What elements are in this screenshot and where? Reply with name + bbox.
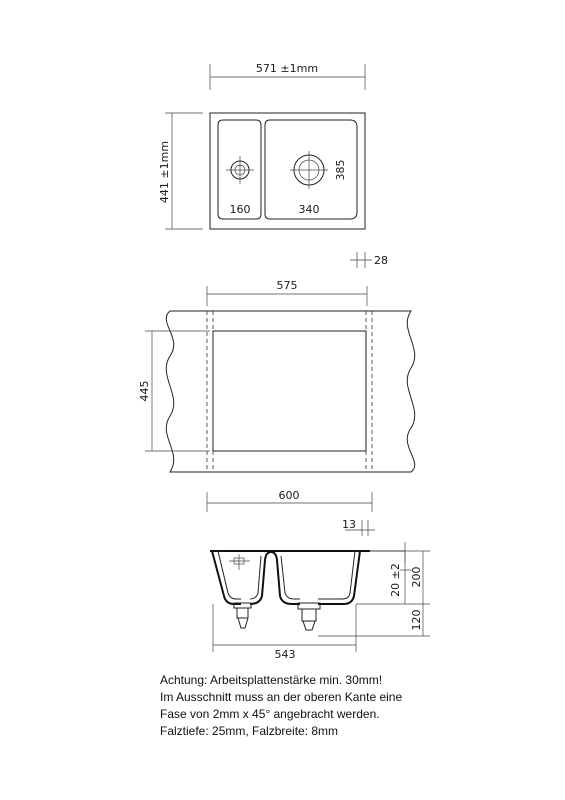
note-line: Falztiefe: 25mm, Falzbreite: 8mm xyxy=(160,724,339,738)
cutout-view: 575 445 600 xyxy=(138,279,416,512)
cutout-height-label: 445 xyxy=(138,381,151,402)
large-drain-section xyxy=(297,602,321,610)
rim-label: 28 xyxy=(374,254,388,267)
large-bowl-section xyxy=(318,550,361,605)
large-bowl xyxy=(264,119,358,220)
overflow-label: 20 ±2 xyxy=(389,563,402,597)
note-line: Achtung: Arbeitsplattenstärke min. 30mm! xyxy=(160,673,383,687)
cutout-top-width-label: 575 xyxy=(277,279,298,292)
countertop xyxy=(165,310,416,473)
bowl-depth-label: 385 xyxy=(334,160,347,181)
depth-label: 200 xyxy=(410,567,423,588)
section-rim-label: 13 xyxy=(342,518,356,531)
section-view: 13 543 20 ±2 200 xyxy=(210,518,430,661)
small-bowl xyxy=(217,119,262,220)
note-line: Fase von 2mm x 45° angebracht werden. xyxy=(160,707,380,721)
large-bowl-label: 340 xyxy=(299,203,320,216)
note-line: Im Ausschnitt muss an der oberen Kante e… xyxy=(160,690,403,704)
sink-opening xyxy=(212,330,367,452)
top-width-label: 571 ±1mm xyxy=(256,62,318,75)
drain-label: 120 xyxy=(410,610,423,631)
top-view: 571 ±1mm 441 ±1mm 160 340 385 xyxy=(158,62,366,230)
rim-dimension: 28 xyxy=(350,252,388,268)
cutout-bottom-width-label: 600 xyxy=(279,489,300,502)
small-bowl-label: 160 xyxy=(230,203,251,216)
sink-outline xyxy=(209,112,366,230)
top-height-label: 441 ±1mm xyxy=(158,141,171,203)
section-base-width-label: 543 xyxy=(275,648,296,661)
installation-notes: Achtung: Arbeitsplattenstärke min. 30mm!… xyxy=(160,672,560,740)
